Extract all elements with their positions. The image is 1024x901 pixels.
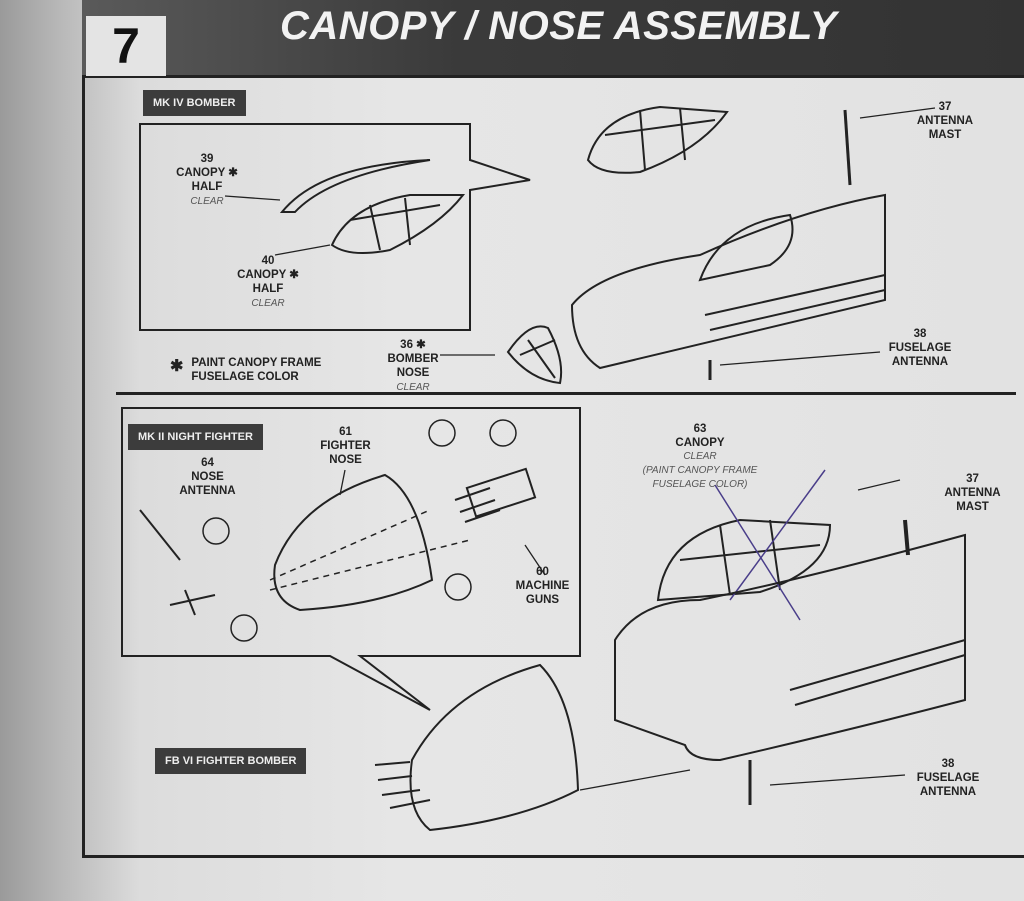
part-number: 61	[339, 426, 352, 438]
asterisk-icon: ✱	[289, 269, 299, 281]
part-name-2: GUNS	[525, 594, 560, 606]
part-number: 37	[966, 473, 979, 485]
mk2-night-fighter-tag: MK II NIGHT FIGHTER	[128, 424, 263, 450]
part-name: FUSELAGE	[888, 342, 952, 354]
part-name: BOMBER	[387, 353, 439, 365]
part-note: (PAINT CANOPY FRAME	[642, 465, 758, 476]
asterisk-icon: ✱	[416, 339, 426, 351]
part-name-2: HALF	[191, 181, 223, 193]
part-name: MACHINE	[515, 580, 570, 592]
asterisk-icon: ✱	[170, 358, 184, 375]
part-number: 64	[201, 457, 214, 469]
part-name: ANTENNA	[916, 115, 974, 127]
paint-note-line1: PAINT CANOPY FRAME	[191, 357, 322, 369]
part-name-2: HALF	[252, 283, 284, 295]
part-name-2: MAST	[956, 501, 989, 513]
part-material: CLEAR	[251, 298, 285, 309]
fighter-nose-61-drawing	[269, 473, 471, 612]
fb6-nose-drawing	[374, 663, 580, 832]
gun-port-icons	[202, 419, 517, 642]
mk2-fuselage-drawing	[614, 519, 966, 805]
machine-guns-60-drawing	[454, 467, 537, 523]
mk2-canopy-63-drawing	[656, 469, 832, 621]
part-name-2: MAST	[928, 129, 962, 141]
part-note-2: FUSELAGE COLOR)	[652, 479, 748, 490]
paint-note: ✱ PAINT CANOPY FRAME FUSELAGE COLOR	[170, 356, 340, 384]
part-name-2: ANTENNA	[891, 356, 949, 368]
leader-lines	[224, 107, 936, 791]
part-name: NOSE	[191, 471, 224, 483]
canopy-half-40-drawing	[330, 194, 466, 255]
part-name: CANOPY	[237, 269, 287, 281]
part-name: CANOPY	[176, 167, 226, 179]
part-material: CLEAR	[683, 451, 717, 462]
part-number: 36	[400, 339, 413, 351]
fb6-fighter-bomber-tag: FB VI FIGHTER BOMBER	[155, 748, 307, 774]
paint-note-line2: FUSELAGE COLOR	[191, 371, 299, 383]
nose-antenna-64-drawing	[169, 589, 216, 616]
part-material: CLEAR	[190, 196, 224, 207]
part-name-2: ANTENNA	[919, 786, 977, 798]
part-name: ANTENNA	[944, 487, 1001, 499]
part-name: FIGHTER	[320, 440, 371, 452]
mk2-inset-callout	[121, 407, 581, 711]
part-36-label: 36 ✱ BOMBER NOSE CLEAR	[378, 338, 448, 395]
asterisk-icon: ✱	[228, 167, 238, 179]
step-title: CANOPY / NOSE ASSEMBLY	[280, 4, 838, 48]
part-name: FUSELAGE	[916, 772, 980, 784]
section-divider	[116, 392, 1016, 395]
part-number: 38	[913, 328, 927, 340]
bomber-nose-36-drawing	[506, 325, 563, 385]
part-number: 40	[261, 255, 275, 267]
mk4-fuselage-drawing	[570, 109, 886, 380]
part-number: 38	[941, 758, 955, 770]
part-name: CANOPY	[675, 437, 725, 449]
mk4-inset-callout	[139, 123, 531, 331]
mk4-bomber-tag: MK IV BOMBER	[143, 90, 246, 116]
part-number: 37	[938, 101, 952, 113]
part-material: CLEAR	[396, 382, 430, 393]
part-number: 63	[693, 423, 707, 435]
part-name-2: NOSE	[329, 454, 362, 466]
part-name-2: NOSE	[396, 367, 430, 379]
step-number: 7	[86, 16, 166, 76]
part-number: 60	[536, 566, 549, 578]
step-header	[82, 0, 1024, 78]
part-number: 39	[200, 153, 214, 165]
canopy-half-39-drawing	[279, 159, 431, 213]
step-frame	[82, 0, 1024, 858]
part-name-2: ANTENNA	[179, 485, 236, 497]
mk4-canopy-drawing	[586, 105, 729, 174]
